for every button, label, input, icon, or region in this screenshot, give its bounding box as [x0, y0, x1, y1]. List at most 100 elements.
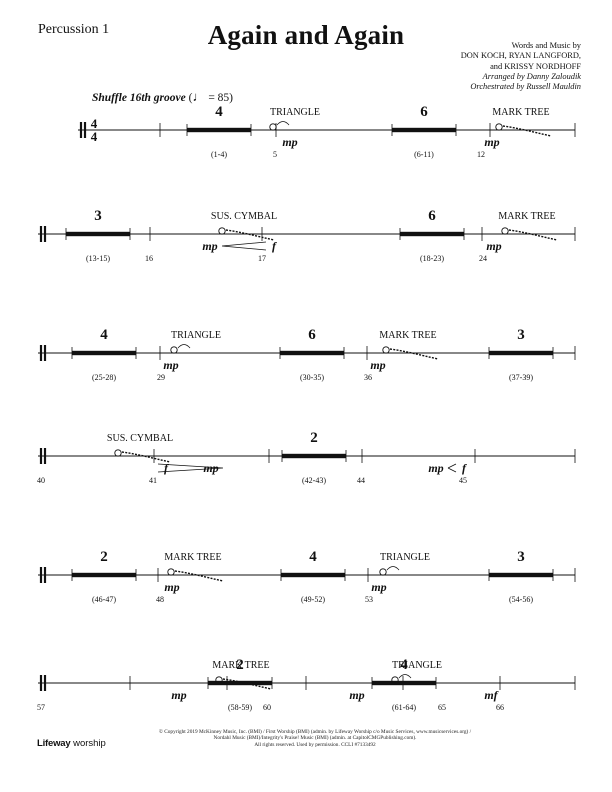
measure-number: 48 — [156, 595, 164, 604]
multi-measure-rest — [281, 572, 345, 578]
glissando-wave-icon — [508, 229, 558, 241]
instrument-label: MARK TREE — [164, 552, 221, 563]
rest-count: 2 — [100, 549, 108, 565]
tempo-open-paren: ( — [188, 92, 193, 104]
dynamic-marking: mp — [163, 358, 178, 372]
instrument-label: MARK TREE — [492, 107, 549, 118]
dynamic-marking: mp — [164, 580, 179, 594]
dynamic-marking: mf — [484, 688, 498, 702]
measure-range: (25-28) — [92, 373, 116, 382]
note-head-icon — [114, 449, 122, 457]
measure-number: 12 — [477, 150, 485, 159]
measure-number: 17 — [258, 254, 266, 263]
note-head-icon — [167, 568, 175, 576]
multi-measure-rest — [66, 231, 130, 237]
multi-measure-rest — [372, 680, 436, 686]
credits-block: Words and Music by DON KOCH, RYAN LANGFO… — [461, 41, 581, 92]
multi-measure-rest — [72, 350, 136, 356]
credits-line: Words and Music by — [511, 41, 581, 50]
tempo-marking: Shuffle 16th groove (♩ = 85) — [92, 89, 233, 105]
measure-number: 29 — [157, 373, 165, 382]
multi-measure-rest — [489, 350, 553, 356]
dynamic-marking: mp — [370, 358, 385, 372]
note-head-icon — [495, 123, 503, 131]
tie-icon — [276, 121, 290, 126]
instrument-label: SUS. CYMBAL — [211, 211, 277, 222]
rest-count: 3 — [94, 208, 102, 224]
measure-number: 36 — [364, 373, 372, 382]
multi-measure-rest — [72, 572, 136, 578]
tie-icon — [386, 566, 400, 571]
crescendo-hairpin-icon — [221, 241, 267, 251]
glissando-wave-icon — [389, 348, 439, 360]
measure-number: 24 — [479, 254, 487, 263]
copyright-line: All rights reserved. Used by permission.… — [254, 741, 376, 748]
rest-count: 2 — [236, 657, 244, 673]
credits-line: and KRISSY NORDHOFF — [490, 61, 581, 71]
rest-count: 2 — [310, 430, 318, 446]
glissando-wave-icon — [225, 229, 275, 241]
part-name: Percussion 1 — [38, 22, 110, 37]
copyright-line: © Copyright 2019 McKinney Music, Inc. (B… — [158, 729, 472, 735]
measure-number: 41 — [149, 476, 157, 485]
instrument-label: MARK TREE — [498, 211, 555, 222]
measure-number: 66 — [496, 703, 504, 712]
multi-measure-rest — [392, 127, 456, 133]
multi-measure-rest — [187, 127, 251, 133]
song-title: Again and Again — [207, 20, 405, 50]
instrument-label: MARK TREE — [212, 660, 269, 671]
measure-range: (1-4) — [211, 150, 227, 159]
measure-number: 5 — [273, 150, 277, 159]
instrument-label: SUS. CYMBAL — [107, 433, 173, 444]
multi-measure-rest — [400, 231, 464, 237]
instrument-label: MARK TREE — [379, 330, 436, 341]
rest-count: 3 — [517, 327, 525, 343]
dynamic-marking: mp — [428, 461, 443, 475]
rest-count: 6 — [308, 327, 316, 343]
rest-count: 6 — [428, 208, 436, 224]
dynamic-marking: mp — [171, 688, 186, 702]
copyright-notice: © Copyright 2019 McKinney Music, Inc. (B… — [105, 729, 525, 748]
credits-line: DON KOCH, RYAN LANGFORD, — [460, 51, 581, 61]
measure-range: (30-35) — [300, 373, 324, 382]
rest-count: 4 — [309, 549, 317, 565]
quarter-note-icon: ♩ — [192, 89, 206, 104]
glissando-wave-icon — [174, 570, 224, 582]
measure-range: (58-59) — [228, 703, 252, 712]
crescendo-hairpin-icon — [157, 463, 224, 473]
dynamic-marking: mp — [203, 461, 218, 475]
note-head-icon — [382, 346, 390, 354]
measure-number: 44 — [357, 476, 365, 485]
measure-range: (18-23) — [420, 254, 444, 263]
dynamic-marking: mp — [282, 135, 297, 149]
rest-count: 3 — [517, 549, 525, 565]
measure-number: 60 — [263, 703, 271, 712]
note-head-icon — [215, 676, 223, 684]
tempo-value: = 85) — [208, 92, 234, 104]
publisher-logo: Lifeway worship — [37, 738, 106, 749]
measure-number: 45 — [459, 476, 467, 485]
dynamic-marking: mp — [349, 688, 364, 702]
dynamic-marking: mp — [486, 239, 501, 253]
glissando-wave-icon — [222, 678, 272, 690]
measure-range: (54-56) — [509, 595, 533, 604]
dynamic-marking: f — [462, 461, 467, 475]
measure-number: 57 — [37, 703, 45, 712]
instrument-label: TRIANGLE — [171, 330, 221, 341]
dynamic-marking: f — [164, 461, 169, 475]
tempo-label: Shuffle 16th groove — [92, 92, 186, 104]
multi-measure-rest — [208, 680, 272, 686]
instrument-label: TRIANGLE — [380, 552, 430, 563]
rest-count: 6 — [420, 104, 428, 120]
multi-measure-rest — [280, 350, 344, 356]
note-head-icon — [218, 227, 226, 235]
tie-icon — [398, 674, 412, 679]
measure-range: (13-15) — [86, 254, 110, 263]
arranger-credit: Arranged by Danny Zaloudik — [482, 71, 581, 81]
measure-range: (6-11) — [414, 150, 434, 159]
copyright-line: Nordahl Music (BMI)/Integrity's Praise! … — [213, 735, 417, 742]
instrument-label: TRIANGLE — [392, 660, 442, 671]
note-head-icon — [379, 568, 387, 576]
